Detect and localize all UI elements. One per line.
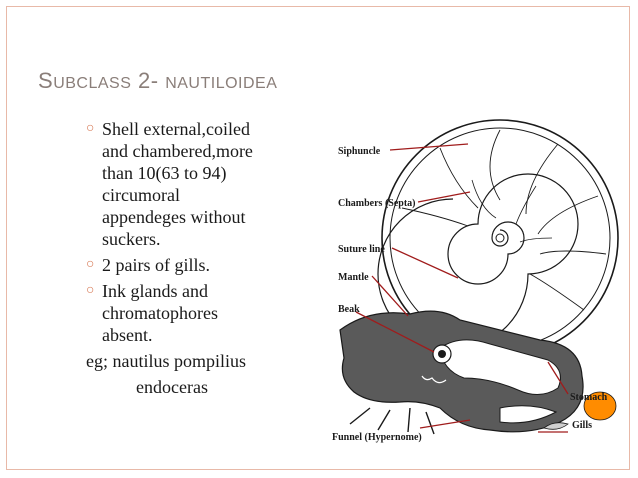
bullet-1-line-1: Shell external,coiled xyxy=(102,119,250,139)
bullet-1-line-2: and chambered,more xyxy=(102,141,253,161)
bullet-icon: ○ xyxy=(86,257,95,272)
gills-organ xyxy=(543,422,569,430)
label-siphuncle: Siphuncle xyxy=(338,146,381,157)
bullet-1-line-6: suckers. xyxy=(102,229,161,249)
example-line-1: eg; nautilus pompilius xyxy=(86,351,246,371)
bullet-icon: ○ xyxy=(86,121,95,136)
bullet-3-line-1: Ink glands and xyxy=(102,281,208,301)
label-stomach: Stomach xyxy=(570,392,608,403)
bullet-1-line-3: than 10(63 to 94) xyxy=(102,163,227,183)
nautilus-body xyxy=(339,310,617,435)
stomach-organ xyxy=(583,391,617,421)
bullet-3-line-3: absent. xyxy=(102,325,153,345)
title-initial-2: N xyxy=(165,75,178,92)
bullet-1-line-4: circumoral xyxy=(102,185,180,205)
label-gills: Gills xyxy=(572,420,592,431)
label-beak: Beak xyxy=(338,304,360,315)
label-mantle: Mantle xyxy=(338,272,369,283)
bullet-list: ○ Shell external,coiled and chambered,mo… xyxy=(86,118,306,398)
title-word-2: AUTILOIDEA xyxy=(177,75,278,92)
bullet-icon: ○ xyxy=(86,283,95,298)
example-line-2: endoceras xyxy=(136,377,208,397)
label-suture: Suture line xyxy=(338,244,385,255)
bullet-1-line-5: appendeges without xyxy=(102,207,246,227)
slide-title: SUBCLASS 2- NAUTILOIDEA xyxy=(38,68,277,94)
label-funnel: Funnel (Hypernome) xyxy=(332,432,422,443)
title-initial: S xyxy=(38,68,54,93)
bullet-3-line-2: chromatophores xyxy=(102,303,218,323)
nautilus-diagram: Siphuncle Chambers (Septa) Suture line M… xyxy=(332,119,619,443)
title-word-1: UBCLASS xyxy=(53,75,132,92)
bullet-item-2: ○ 2 pairs of gills. xyxy=(86,254,306,276)
slide-frame xyxy=(6,6,630,470)
bullet-2-line-1: 2 pairs of gills. xyxy=(102,255,210,275)
label-lines xyxy=(355,143,569,433)
title-number: 2- xyxy=(131,68,166,93)
bullet-item-3: ○ Ink glands and chromatophores absent. xyxy=(86,280,306,346)
label-chambers: Chambers (Septa) xyxy=(338,198,416,209)
bullet-item-1: ○ Shell external,coiled and chambered,mo… xyxy=(86,118,306,250)
